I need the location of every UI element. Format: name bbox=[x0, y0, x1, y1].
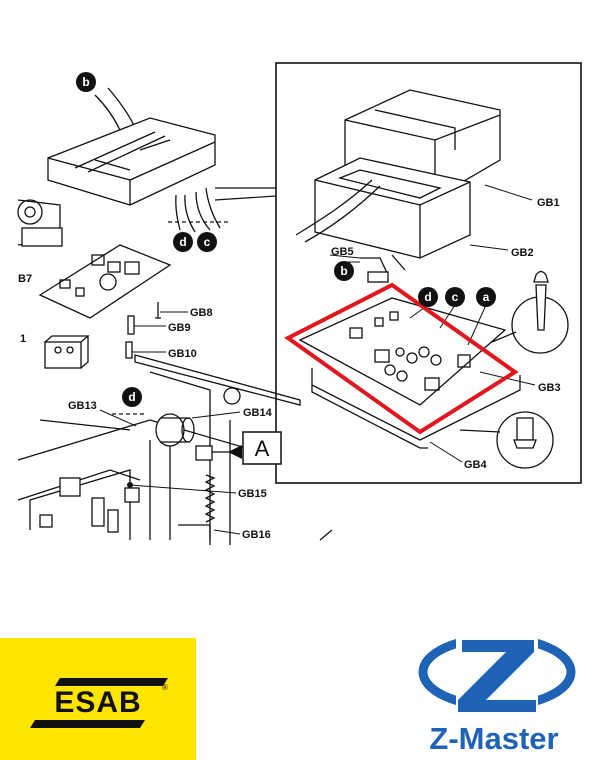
detail-inset bbox=[214, 62, 582, 484]
svg-text:d: d bbox=[179, 235, 186, 249]
svg-text:b: b bbox=[340, 264, 347, 278]
detail-inset-frame bbox=[275, 62, 582, 484]
svg-text:b: b bbox=[82, 75, 89, 89]
label-gb8: GB8 bbox=[190, 307, 213, 319]
label-gb15: GB15 bbox=[238, 488, 267, 500]
zmaster-logo: Z-Master bbox=[418, 632, 576, 756]
main-assembly-drawing bbox=[17, 87, 333, 545]
label-one: 1 bbox=[20, 333, 26, 345]
callout-d-top: d bbox=[173, 232, 193, 252]
svg-text:a: a bbox=[483, 290, 490, 304]
label-gb7: B7 bbox=[18, 273, 32, 285]
label-gb5: GB5 bbox=[331, 246, 354, 258]
callout-d-lower: d bbox=[122, 387, 142, 407]
callout-d-inset: d bbox=[418, 287, 438, 307]
label-gb1: GB1 bbox=[537, 197, 560, 209]
svg-text:A: A bbox=[255, 436, 270, 461]
label-gb9: GB9 bbox=[168, 322, 191, 334]
callout-markers: b d c d b d c a bbox=[76, 72, 496, 407]
label-gb16: GB16 bbox=[242, 529, 271, 541]
label-gb10: GB10 bbox=[168, 348, 197, 360]
zmaster-emblem-icon bbox=[418, 632, 576, 712]
label-gb4: GB4 bbox=[464, 459, 488, 471]
label-gb2: GB2 bbox=[511, 247, 534, 259]
svg-text:d: d bbox=[128, 390, 135, 404]
callout-c-top: c bbox=[197, 232, 217, 252]
label-gb13: GB13 bbox=[68, 400, 97, 412]
leader-lines-left bbox=[99, 311, 241, 535]
esab-logo: ESAB ® bbox=[0, 638, 196, 760]
callout-c-inset: c bbox=[445, 287, 465, 307]
callout-b-inset: b bbox=[334, 261, 354, 281]
svg-text:c: c bbox=[204, 235, 211, 249]
label-gb14: GB14 bbox=[243, 407, 273, 419]
label-gb3: GB3 bbox=[538, 382, 561, 394]
part-labels: GB1 GB2 GB3 GB4 GB5 B7 GB8 GB9 GB10 GB13… bbox=[18, 197, 561, 541]
esab-registered: ® bbox=[162, 683, 168, 692]
view-marker-a: A bbox=[228, 431, 282, 465]
svg-text:c: c bbox=[452, 290, 459, 304]
esab-stripes-icon bbox=[30, 678, 168, 728]
svg-text:d: d bbox=[424, 290, 431, 304]
zmaster-wordmark: Z-Master bbox=[429, 721, 558, 756]
esab-wordmark: ESAB bbox=[54, 686, 141, 719]
callout-a-inset: a bbox=[476, 287, 496, 307]
highlight-frame-gb3 bbox=[284, 282, 519, 435]
callout-b-top: b bbox=[76, 72, 96, 92]
